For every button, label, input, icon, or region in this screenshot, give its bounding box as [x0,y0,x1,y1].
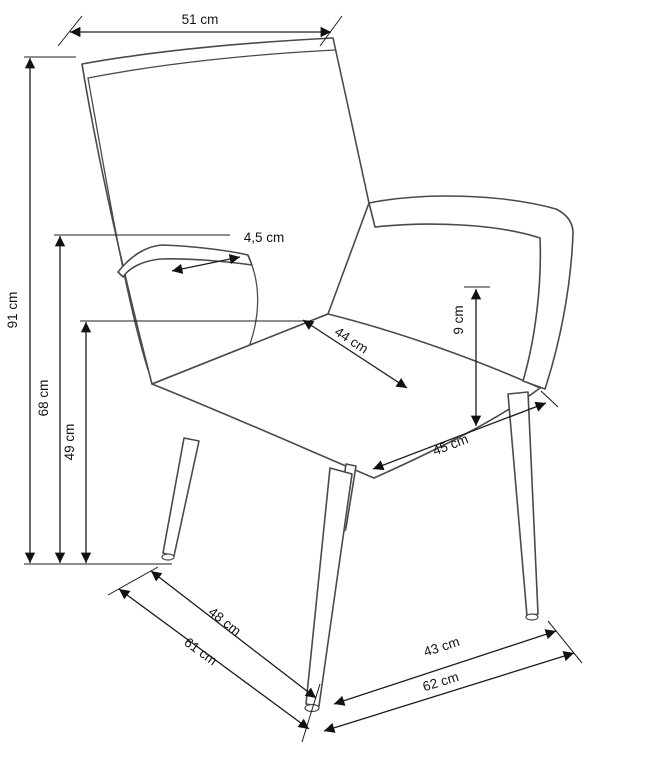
chair-front-right-leg [507,391,539,617]
dimension-total-height: 91 cm [5,56,172,565]
dim-seat-height-label: 49 cm [62,424,77,461]
dim-line-total-width [323,651,575,733]
chair-left-armrest-support [247,255,259,345]
dimension-armrest-thickness: 4,5 cm [171,230,285,274]
ext-tick [57,15,83,47]
ext-tick [547,620,583,664]
ext-tick [107,566,159,596]
chair-rear-left-foot [161,553,175,561]
dimension-base-depth: 48 cm [107,566,317,699]
dim-line-seat-depth [302,319,408,389]
ext-tick [540,390,559,408]
dimension-total-width: 62 cm [323,651,575,733]
dimension-armrest-height: 68 cm [36,234,230,563]
dim-back-width-label: 51 cm [182,12,219,27]
dim-armrest-thickness-label: 4,5 cm [244,230,285,245]
chair-front-left-leg [305,467,353,707]
dim-line-total-depth [118,588,310,730]
dimension-seat-height: 49 cm [62,320,312,563]
chair-backrest-inner-top-line [87,49,337,79]
chair-front-right-foot [525,613,539,621]
dim-armrest-height-label: 68 cm [36,380,51,417]
dim-line-seat-width [372,401,547,471]
dim-base-depth-label: 48 cm [206,604,244,638]
dim-cushion-thickness-label: 9 cm [451,305,466,334]
chair-backrest-inner-left-line [87,77,149,371]
ext-tick [319,15,343,47]
ext-tick [301,683,321,743]
dimension-back-width: 51 cm [57,12,343,47]
dim-line-armrest-thickness [171,254,241,274]
chair-drawing [81,37,574,713]
dim-total-depth-label: 61 cm [181,634,220,668]
chair-rear-left-leg [162,437,200,557]
chair-right-armrest [368,195,574,390]
dim-total-height-label: 91 cm [5,292,20,329]
dim-base-width-label: 43 cm [422,634,462,660]
